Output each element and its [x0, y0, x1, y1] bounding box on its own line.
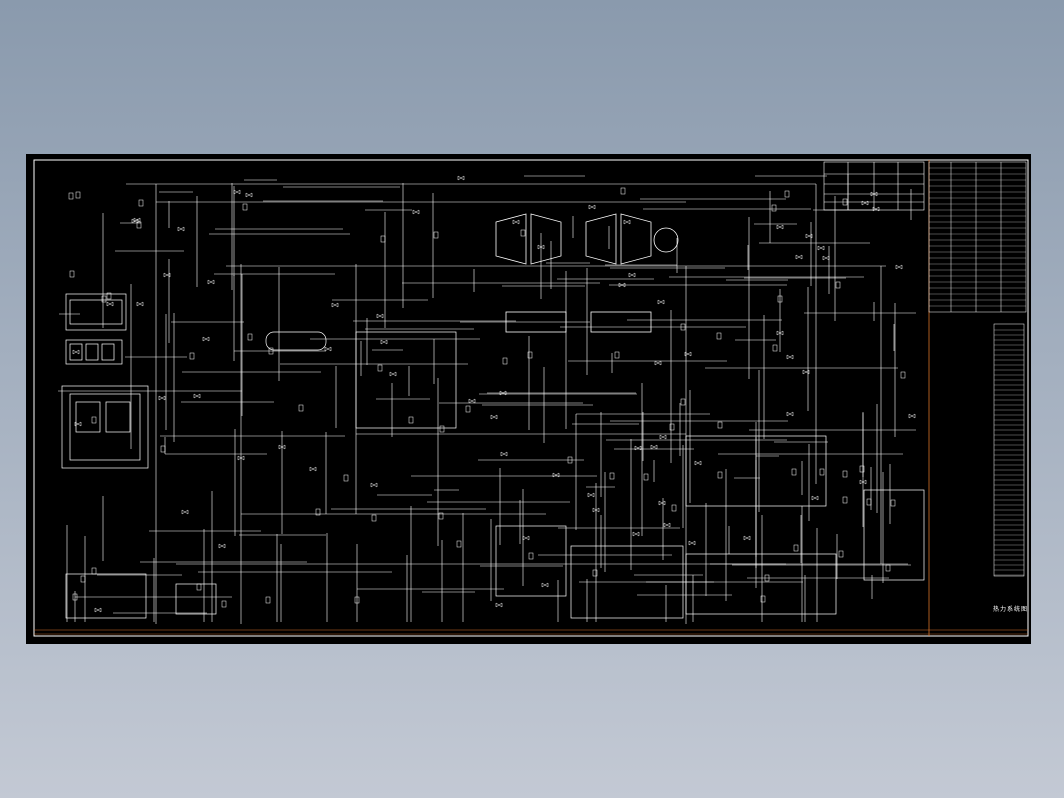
- piping-schematic: [33, 159, 1029, 637]
- valve-symbols: [68, 175, 916, 613]
- equipment-table: [823, 161, 925, 211]
- right-equipment: [265, 331, 925, 619]
- parts-list-rows: [929, 167, 1026, 307]
- drawing-frame: [33, 159, 1029, 637]
- sheet-caption: 热力系统图: [993, 606, 1029, 613]
- pipe-network: [58, 174, 916, 624]
- left-equipment: [61, 293, 217, 619]
- parts-list: [928, 161, 1027, 313]
- notes-rows: [994, 329, 1024, 576]
- cad-drawing-canvas: [26, 154, 1031, 644]
